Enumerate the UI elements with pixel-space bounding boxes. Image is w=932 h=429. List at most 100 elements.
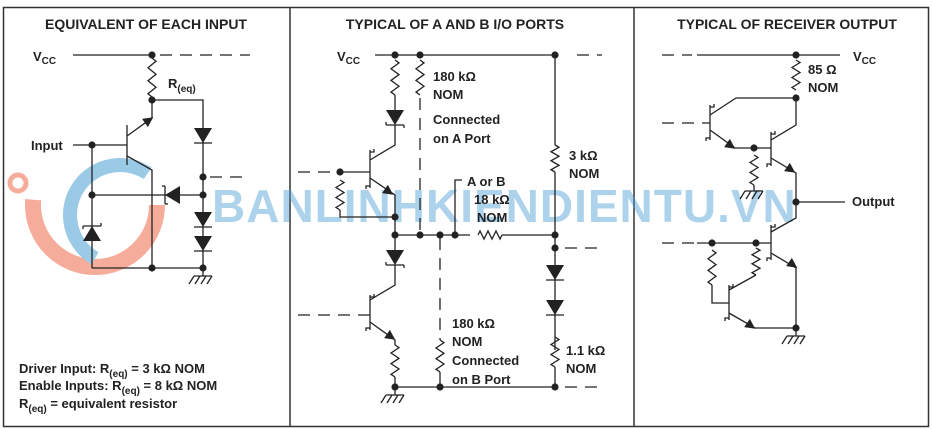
panel-title: TYPICAL OF A AND B I/O PORTS	[346, 16, 564, 32]
wire	[152, 99, 204, 268]
junction-dot	[792, 51, 800, 59]
watermark-logo	[7, 135, 177, 275]
diode-symbol	[386, 110, 404, 125]
resistor-label: NOM	[452, 334, 482, 349]
wire	[745, 190, 752, 200]
junction-dot	[391, 383, 399, 391]
resistor-symbol	[389, 59, 401, 96]
junction-dot	[148, 51, 156, 59]
wire	[369, 125, 396, 161]
junction-dot	[391, 51, 399, 59]
resistor-label: NOM	[808, 80, 838, 95]
wire	[454, 179, 462, 235]
junction-dot	[451, 231, 459, 239]
wire	[781, 335, 788, 345]
vcc-label: VCC	[337, 49, 360, 67]
panel-title: EQUIVALENT OF EACH INPUT	[45, 16, 247, 32]
note-driver-input: Driver Input: R(eq) = 3 kΩ NOM	[19, 361, 205, 380]
junction-dot	[752, 239, 760, 247]
wire	[200, 275, 207, 285]
wire	[206, 275, 213, 285]
panel-title: TYPICAL OF RECEIVER OUTPUT	[677, 16, 897, 32]
junction-dot	[336, 168, 344, 176]
wire	[709, 129, 771, 149]
wire	[751, 190, 758, 200]
wire	[709, 97, 796, 116]
junction-dot	[88, 191, 96, 199]
junction-dot	[708, 239, 716, 247]
junction-dot	[391, 213, 399, 221]
req-label: R(eq)	[168, 76, 196, 95]
resistor-label: NOM	[566, 361, 596, 376]
note-enable-inputs: Enable Inputs: R(eq) = 8 kΩ NOM	[19, 378, 217, 397]
junction-dot	[551, 231, 559, 239]
wire	[770, 157, 797, 202]
wire	[710, 104, 715, 108]
resistor-label: NOM	[569, 166, 599, 181]
wire	[728, 312, 796, 329]
outer-frame	[2, 6, 930, 428]
emitter-arrow	[384, 329, 396, 340]
wire	[729, 284, 734, 288]
resistor-symbol	[790, 59, 802, 91]
junction-dot	[199, 173, 207, 181]
emitter-arrow	[142, 117, 154, 128]
resistor-symbol	[549, 144, 561, 173]
wire	[339, 210, 395, 218]
vcc-label: VCC	[33, 49, 56, 67]
resistor-symbol	[389, 344, 401, 378]
wire	[739, 190, 746, 200]
junction-dot	[148, 264, 156, 272]
emitter-arrow	[784, 162, 796, 173]
diode-symbol	[386, 250, 404, 265]
resistor-symbol	[434, 339, 446, 373]
junction-dot	[792, 198, 800, 206]
wire	[787, 335, 794, 345]
diode-symbol	[194, 236, 212, 251]
wire	[770, 98, 797, 141]
junction-dot	[88, 141, 96, 149]
wire	[724, 317, 729, 321]
port-note: Connected	[452, 353, 519, 368]
emitter-arrow	[744, 318, 756, 329]
diode-symbol	[546, 265, 564, 280]
resistor-label: 1.1 kΩ	[566, 343, 605, 358]
wire	[799, 335, 806, 345]
input-label: Input	[31, 138, 63, 153]
wire	[194, 275, 201, 285]
wire	[380, 394, 387, 404]
port-note: Connected	[433, 112, 500, 127]
resistor-symbol	[477, 229, 503, 241]
wire	[126, 155, 153, 268]
wire	[188, 275, 195, 285]
junction-dot	[436, 383, 444, 391]
resistor-label: 85 Ω	[808, 62, 837, 77]
wire	[365, 185, 370, 189]
resistor-symbol	[706, 249, 718, 286]
diode-symbol	[194, 212, 212, 227]
zener-diode-symbol	[83, 226, 101, 241]
resistor-symbol	[748, 154, 760, 186]
junction-dot	[551, 383, 559, 391]
emitter-arrow	[786, 257, 798, 268]
wire	[705, 137, 710, 141]
diode-symbol	[194, 128, 212, 143]
junction-dot	[792, 324, 800, 332]
wire	[711, 285, 729, 304]
junction-dot	[391, 231, 399, 239]
junction-dot	[148, 96, 156, 104]
note-req-definition: R(eq) = equivalent resistor	[19, 396, 177, 415]
wire	[757, 190, 764, 200]
wire	[771, 131, 776, 135]
junction-dot	[436, 231, 444, 239]
junction-dot	[416, 51, 424, 59]
output-label: Output	[852, 194, 895, 209]
resistor-label: NOM	[433, 87, 463, 102]
wire	[392, 394, 399, 404]
wire	[386, 394, 393, 404]
junction-dot	[416, 231, 424, 239]
resistor-label: 3 kΩ	[569, 148, 598, 163]
wire	[369, 265, 396, 301]
